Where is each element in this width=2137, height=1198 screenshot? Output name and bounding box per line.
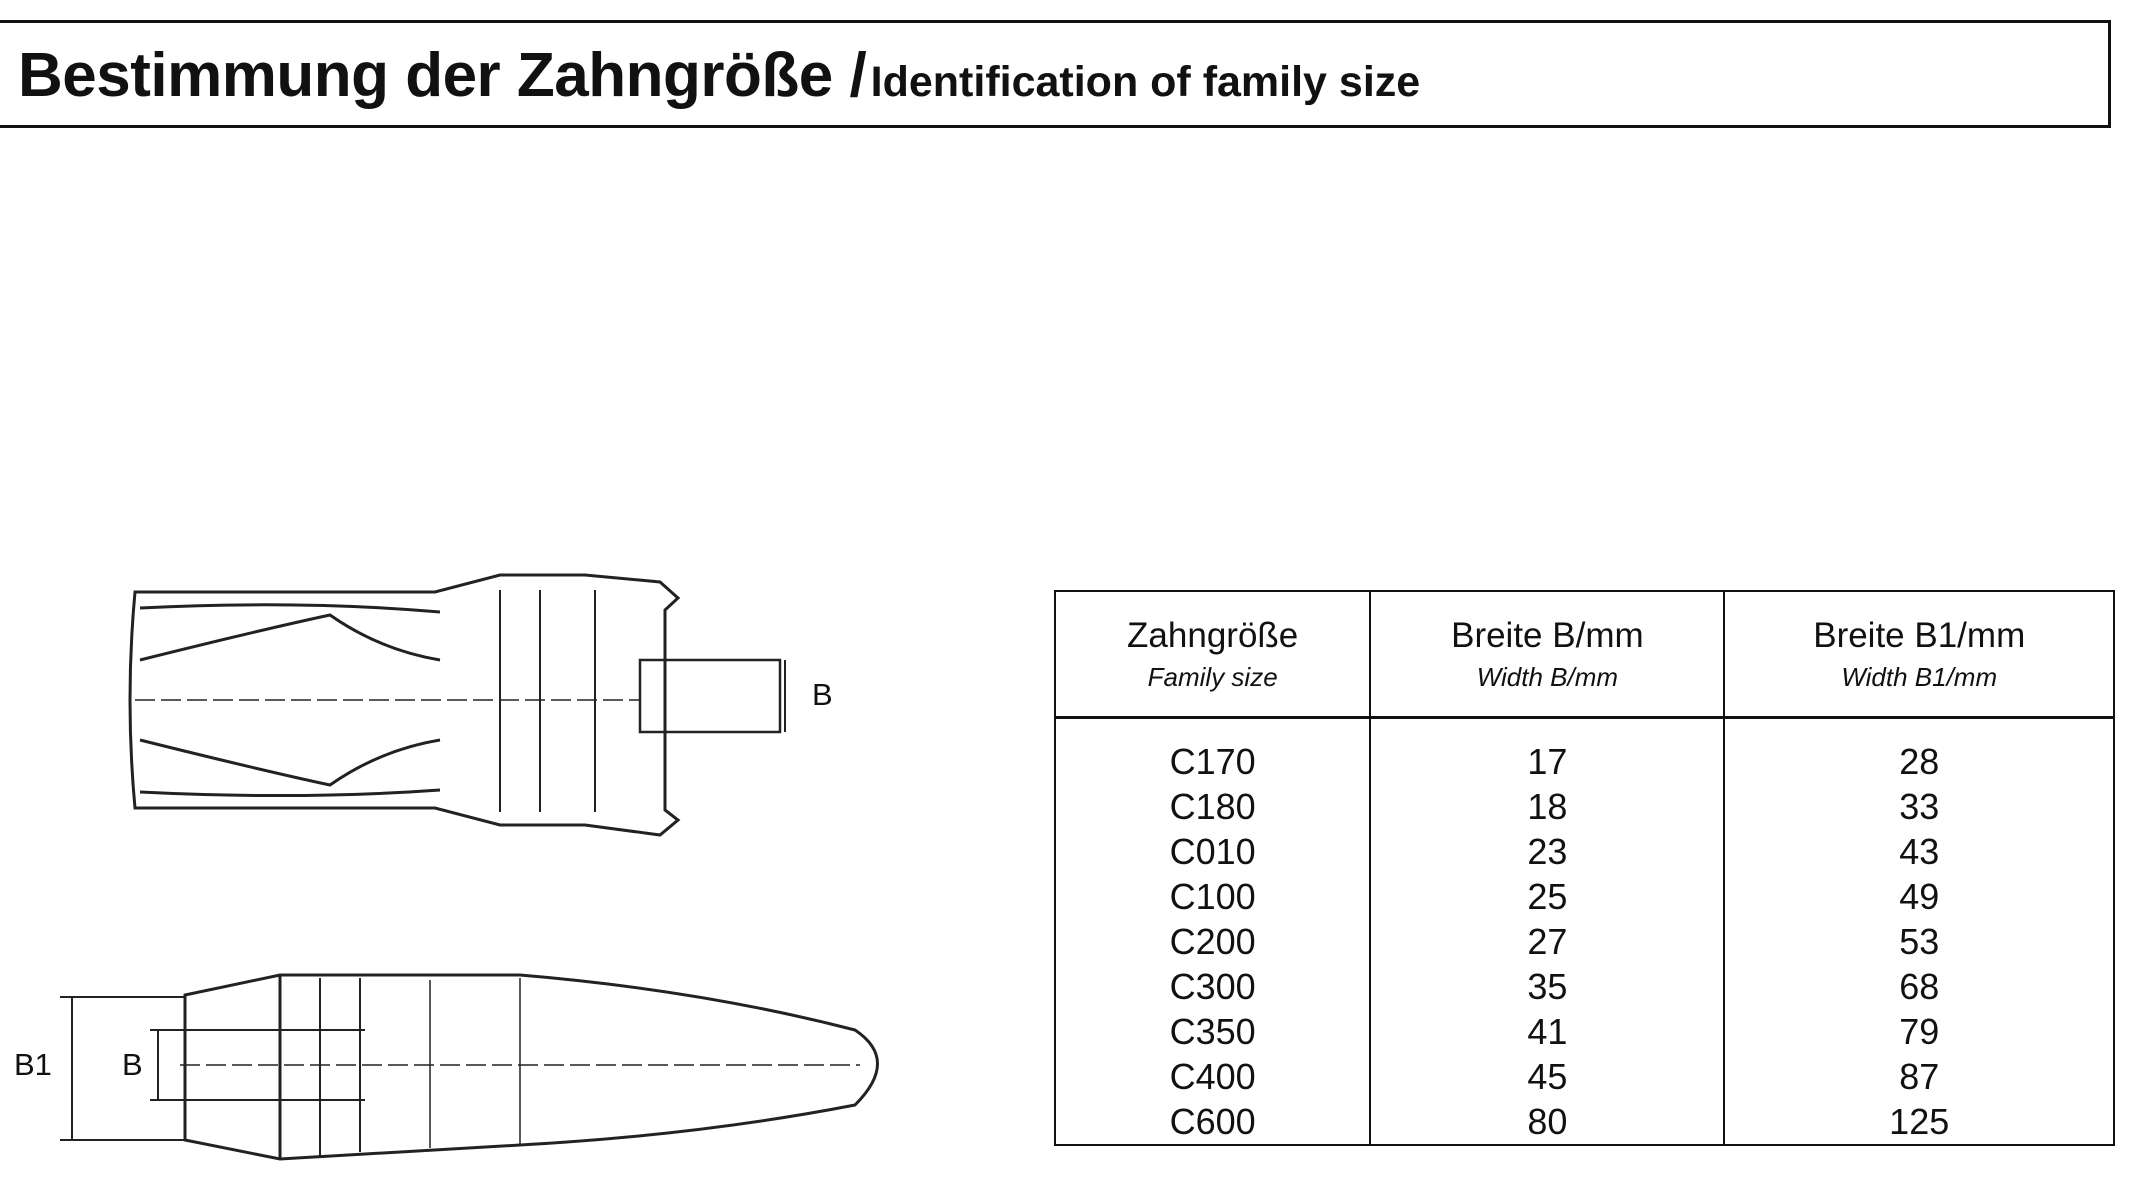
table-cell: 28 (1899, 741, 1940, 782)
table-cell: C400 (1169, 1056, 1256, 1097)
table-cell: 79 (1899, 1011, 1940, 1052)
table-cell: 17 (1527, 741, 1568, 782)
page-title: Bestimmung der Zahngröße / Identificatio… (18, 40, 1420, 111)
table-cell: 35 (1527, 966, 1568, 1007)
title-german: Bestimmung der Zahngröße / (18, 41, 867, 110)
table-cell: C600 (1169, 1101, 1256, 1142)
table-cell: 27 (1527, 921, 1568, 962)
table-cell: 125 (1889, 1101, 1950, 1142)
table-cell: 68 (1899, 966, 1940, 1007)
label-b-side: B (122, 1047, 143, 1082)
label-b-top: B (812, 677, 833, 712)
tooth-drawings (60, 573, 879, 1161)
table-cell: C300 (1169, 966, 1256, 1007)
table-cell: 45 (1527, 1056, 1568, 1097)
title-box (0, 20, 2111, 128)
table-cell: C170 (1169, 741, 1256, 782)
table-cell: 23 (1527, 831, 1568, 872)
table-cell: 33 (1899, 786, 1940, 827)
table-cell: C100 (1169, 876, 1256, 917)
table-cell: C010 (1169, 831, 1256, 872)
table-cell: 80 (1527, 1101, 1568, 1142)
table-cell: C200 (1169, 921, 1256, 962)
top-view-drawing (128, 573, 786, 837)
table-cell: C180 (1169, 786, 1256, 827)
table-cell: 41 (1527, 1011, 1568, 1052)
table-cell: 43 (1899, 831, 1940, 872)
table-cell: C350 (1169, 1011, 1256, 1052)
label-b1-side: B1 (14, 1047, 52, 1082)
table-cell: 18 (1527, 786, 1568, 827)
side-view-drawing (60, 973, 879, 1161)
title-english: Identification of family size (870, 58, 1421, 106)
table-cell: 53 (1899, 921, 1940, 962)
table-cell: 25 (1527, 876, 1568, 917)
table-cell: 49 (1899, 876, 1940, 917)
table-cell: 87 (1899, 1056, 1940, 1097)
